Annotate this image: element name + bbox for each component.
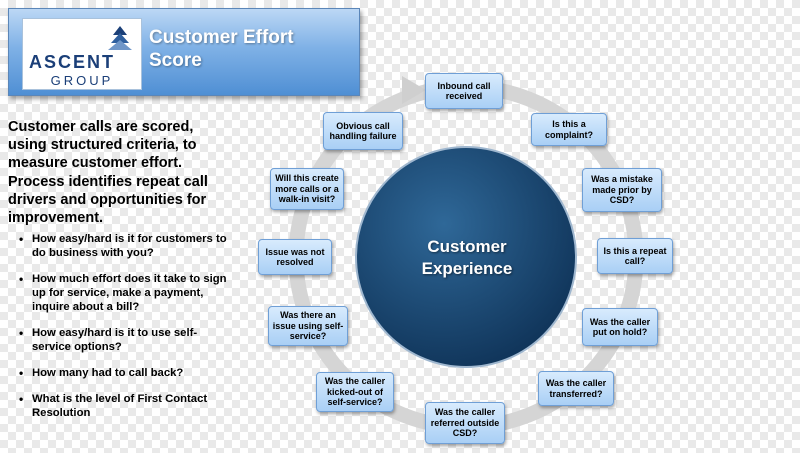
node-kicked-out: Was the caller kicked-out of self-servic… — [316, 372, 394, 412]
list-item-text: How easy/hard is it for customers to do … — [32, 233, 227, 259]
list-item: • How easy/hard is it for customers to do… — [8, 232, 233, 260]
company-logo: ASCENT GROUP — [22, 18, 142, 90]
logo-text-group: GROUP — [50, 73, 114, 88]
center-circle — [355, 146, 577, 368]
center-label: Customer Experience — [421, 237, 513, 278]
node-self-service-issue: Was there an issue using self-service? — [268, 306, 348, 346]
list-item: • How easy/hard is it to use self-service… — [8, 326, 233, 354]
list-item: • What is the level of First Contact Reso… — [8, 392, 233, 420]
node-repeat-call: Is this a repeat call? — [597, 238, 673, 274]
bullet-icon: • — [19, 232, 24, 246]
question-list: • How easy/hard is it for customers to do… — [8, 232, 233, 432]
node-referred-outside: Was the caller referred outside CSD? — [425, 402, 505, 444]
node-more-calls: Will this create more calls or a walk-in… — [270, 168, 344, 210]
bullet-icon: • — [19, 392, 24, 406]
list-item: • How much effort does it take to sign up… — [8, 272, 233, 314]
bullet-icon: • — [19, 366, 24, 380]
list-item: • How many had to call back? — [8, 366, 233, 380]
list-item-text: How much effort does it take to sign up … — [32, 273, 227, 313]
node-complaint: Is this a complaint? — [531, 113, 607, 146]
node-put-on-hold: Was the caller put on hold? — [582, 308, 658, 346]
ring-arrowhead-icon — [402, 76, 426, 104]
node-not-resolved: Issue was not resolved — [258, 239, 332, 275]
bullet-icon: • — [19, 272, 24, 286]
list-item-text: How many had to call back? — [32, 367, 184, 379]
intro-paragraph: Customer calls are scored, using structu… — [8, 119, 208, 227]
page-title: Customer Effort Score — [149, 27, 294, 71]
bullet-icon: • — [19, 326, 24, 340]
node-mistake-prior: Was a mistake made prior by CSD? — [582, 168, 662, 212]
logo-text-ascent: ASCENT — [29, 52, 116, 72]
stacked-triangles-icon — [108, 26, 132, 50]
node-handling-failure: Obvious call handling failure — [323, 112, 403, 150]
list-item-text: How easy/hard is it to use self-service … — [32, 327, 198, 353]
list-item-text: What is the level of First Contact Resol… — [32, 393, 208, 419]
node-inbound-call: Inbound call received — [425, 73, 503, 109]
header-banner: ASCENT GROUP Customer Effort Score — [8, 8, 360, 96]
node-transferred: Was the caller transferred? — [538, 371, 614, 406]
